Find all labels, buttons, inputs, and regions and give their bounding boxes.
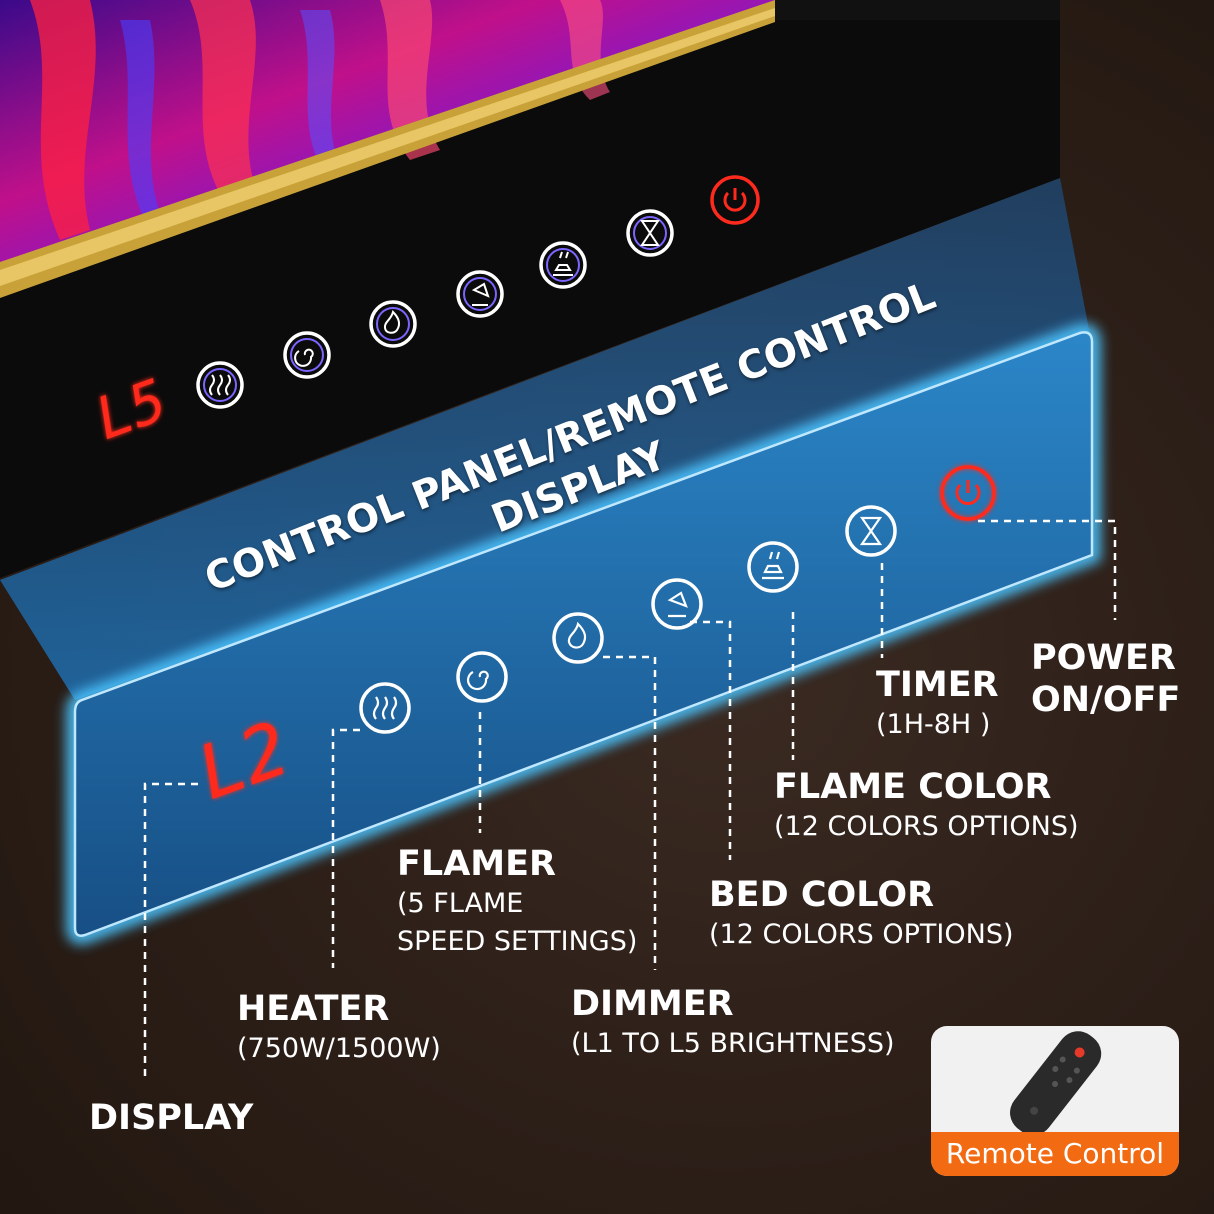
fireplace-timer-button[interactable] xyxy=(626,209,674,257)
remote-control-label: Remote Control xyxy=(931,1132,1179,1176)
label-display-title: DISPLAY xyxy=(89,1098,254,1138)
remote-power-button-icon xyxy=(1074,1047,1085,1058)
label-power-line1: POWER xyxy=(1031,638,1176,678)
label-display: DISPLAY xyxy=(89,1097,253,1139)
label-timer: TIMER (1H-8H ) xyxy=(876,664,999,744)
fireplace-dimmer-button[interactable] xyxy=(369,300,417,348)
label-bed-color-sub: (12 COLORS OPTIONS) xyxy=(709,919,1014,950)
label-flame-color: FLAME COLOR (12 COLORS OPTIONS) xyxy=(774,766,1079,846)
panel-button-row xyxy=(359,465,996,734)
label-flamer: FLAMER (5 FLAME SPEED SETTINGS) xyxy=(397,843,637,961)
label-flamer-sub1: (5 FLAME xyxy=(397,888,524,919)
remote-control-card: Remote Control xyxy=(931,1026,1179,1176)
label-timer-sub: (1H-8H ) xyxy=(876,709,991,740)
panel-flame-color-button[interactable] xyxy=(651,578,703,630)
label-timer-title: TIMER xyxy=(876,665,999,705)
leader-lines xyxy=(143,519,1117,1080)
label-flamer-title: FLAMER xyxy=(397,844,556,884)
label-bed-color: BED COLOR (12 COLORS OPTIONS) xyxy=(709,874,1014,954)
panel-dimmer-button[interactable] xyxy=(552,612,604,664)
label-flame-color-title: FLAME COLOR xyxy=(774,767,1052,807)
fireplace-heater-button[interactable] xyxy=(196,361,244,409)
label-power: POWER ON/OFF xyxy=(1031,637,1180,721)
fireplace-bed-color-button[interactable] xyxy=(539,241,587,289)
label-dimmer-sub: (L1 TO L5 BRIGHTNESS) xyxy=(571,1028,895,1059)
projection-beam xyxy=(0,178,1090,700)
label-heater: HEATER (750W/1500W) xyxy=(237,988,441,1068)
label-power-line2: ON/OFF xyxy=(1031,680,1181,720)
remote-button-icon xyxy=(1030,1106,1039,1115)
fireplace-button-row xyxy=(196,175,760,409)
panel-timer-button[interactable] xyxy=(845,505,897,557)
label-heater-title: HEATER xyxy=(237,989,390,1029)
panel-power-button[interactable] xyxy=(940,465,996,521)
remote-body xyxy=(1010,1031,1102,1136)
fireplace-power-button[interactable] xyxy=(710,175,760,225)
panel-flamer-button[interactable] xyxy=(456,651,508,703)
fireplace-flame-color-button[interactable] xyxy=(456,270,504,318)
remote-button-icon xyxy=(1066,1077,1073,1084)
remote-button-icon xyxy=(1052,1066,1059,1073)
label-bed-color-title: BED COLOR xyxy=(709,875,935,915)
label-heater-sub: (750W/1500W) xyxy=(237,1033,441,1064)
label-flamer-sub2: SPEED SETTINGS) xyxy=(397,926,638,957)
label-flame-color-sub: (12 COLORS OPTIONS) xyxy=(774,811,1079,842)
remote-button-icon xyxy=(1052,1081,1058,1087)
fireplace-flamer-button[interactable] xyxy=(283,331,331,379)
panel-heater-button[interactable] xyxy=(359,682,411,734)
flame-window xyxy=(0,0,775,298)
panel-bed-color-button[interactable] xyxy=(747,541,799,593)
label-dimmer-title: DIMMER xyxy=(571,984,734,1024)
remote-button-icon xyxy=(1059,1056,1066,1063)
remote-button-icon xyxy=(1073,1067,1080,1074)
remote-image xyxy=(1010,1031,1102,1136)
label-dimmer: DIMMER (L1 TO L5 BRIGHTNESS) xyxy=(571,983,895,1063)
